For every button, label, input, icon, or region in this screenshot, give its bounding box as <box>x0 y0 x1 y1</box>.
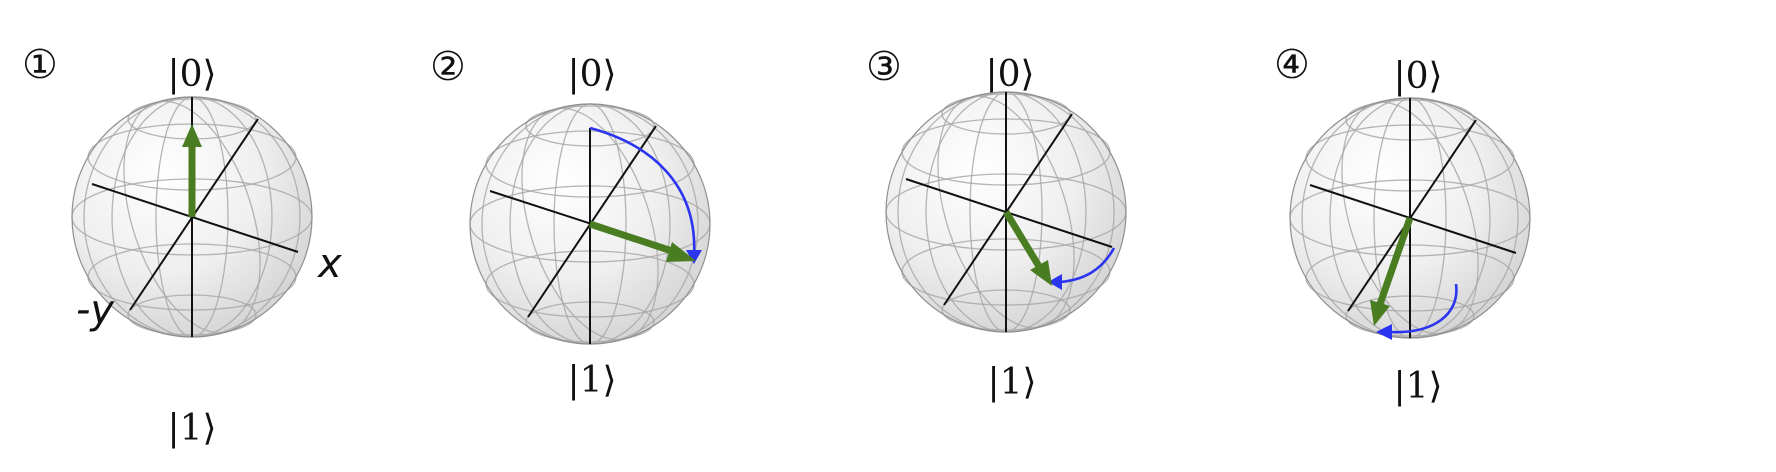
ket-one-label: |1⟩ <box>1393 366 1442 407</box>
ket-one-label: |1⟩ <box>567 360 616 401</box>
neg-y-axis-label: -y <box>76 287 115 333</box>
panel-1: ① |0⟩ |1⟩ <box>22 42 342 449</box>
ket-one-label: |1⟩ <box>167 408 216 449</box>
step-number: ② <box>430 44 466 90</box>
step-number: ① <box>22 42 58 88</box>
panel-2: ② |0⟩ |1⟩ <box>430 44 711 401</box>
state-vector <box>1370 216 1414 326</box>
state-vector <box>182 124 202 217</box>
rotation-arrow <box>1048 247 1116 290</box>
state-vector <box>1003 210 1052 286</box>
rotation-arrow <box>589 126 702 264</box>
state-vector <box>588 220 696 262</box>
ket-zero-label: |0⟩ <box>1393 56 1442 97</box>
ket-zero-label: |0⟩ <box>985 54 1034 95</box>
ket-zero-label: |0⟩ <box>567 54 616 95</box>
bloch-sphere <box>469 103 711 345</box>
bloch-sphere <box>1289 97 1531 340</box>
step-number: ④ <box>1274 42 1310 88</box>
bloch-sphere <box>885 91 1127 333</box>
ket-one-label: |1⟩ <box>987 362 1036 403</box>
panel-3: ③ |0⟩ |1⟩ <box>866 44 1127 403</box>
bloch-sphere <box>71 96 313 338</box>
step-number: ③ <box>866 44 902 90</box>
x-axis-label: x <box>316 241 342 287</box>
panel-4: ④ |0⟩ |1⟩ <box>1274 42 1531 407</box>
rotation-arrow <box>1376 283 1458 340</box>
ket-zero-label: |0⟩ <box>167 54 216 95</box>
